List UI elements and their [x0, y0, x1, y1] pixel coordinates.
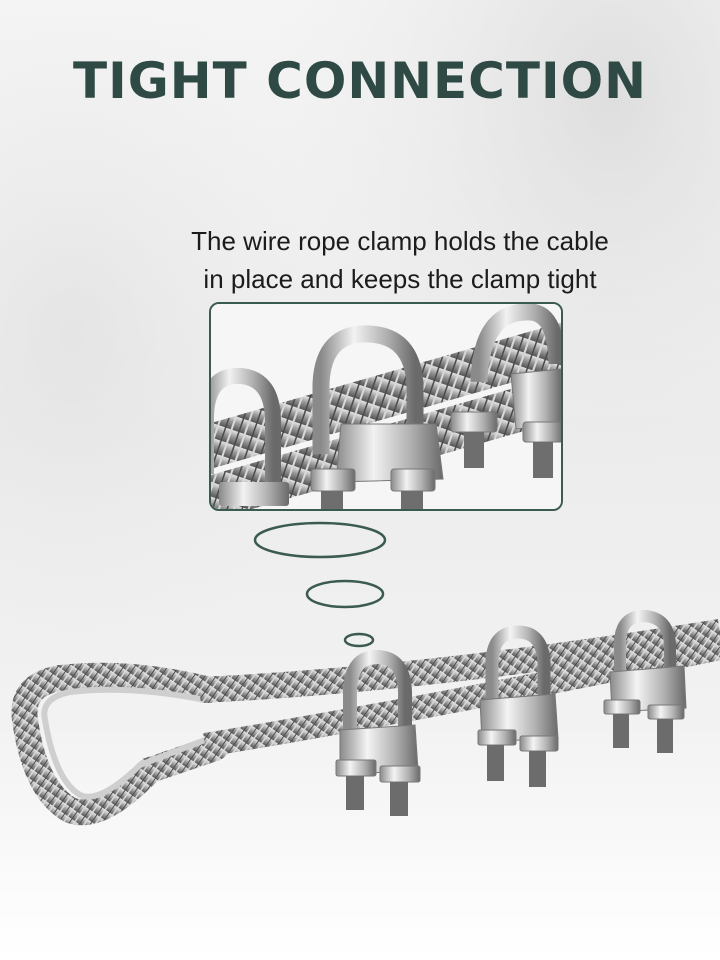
thought-bubbles: [253, 521, 387, 648]
wire-rope-clamp-image: [11, 609, 720, 826]
caption: The wire rope clamp holds the cable in p…: [150, 222, 650, 298]
caption-line-2: in place and keeps the clamp tight: [203, 264, 597, 294]
caption-line-1: The wire rope clamp holds the cable: [191, 226, 609, 256]
page-title: TIGHT CONNECTION: [73, 52, 647, 110]
inset-closeup-image: [209, 302, 563, 511]
